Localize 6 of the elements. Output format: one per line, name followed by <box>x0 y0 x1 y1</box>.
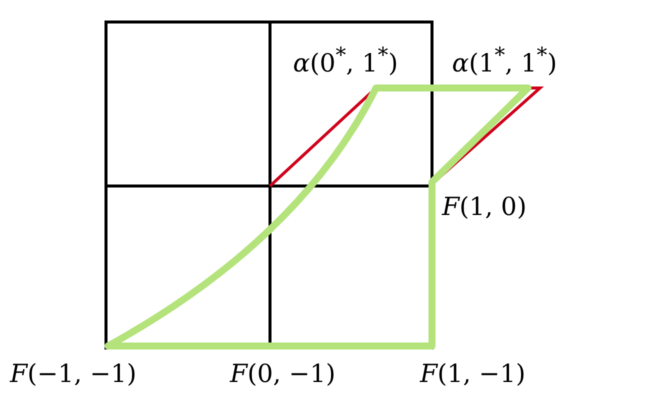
point-label: F(1, −1) <box>420 360 526 388</box>
point-label: F(1, 0) <box>442 193 527 220</box>
point-label: F(−1, −1) <box>10 360 136 388</box>
point-label: α(0$^{*}$, 1$^{*}$) <box>293 44 398 77</box>
point-label: α(1$^{*}$, 1$^{*}$) <box>452 44 557 77</box>
point-label: F(0, −1) <box>230 360 336 388</box>
